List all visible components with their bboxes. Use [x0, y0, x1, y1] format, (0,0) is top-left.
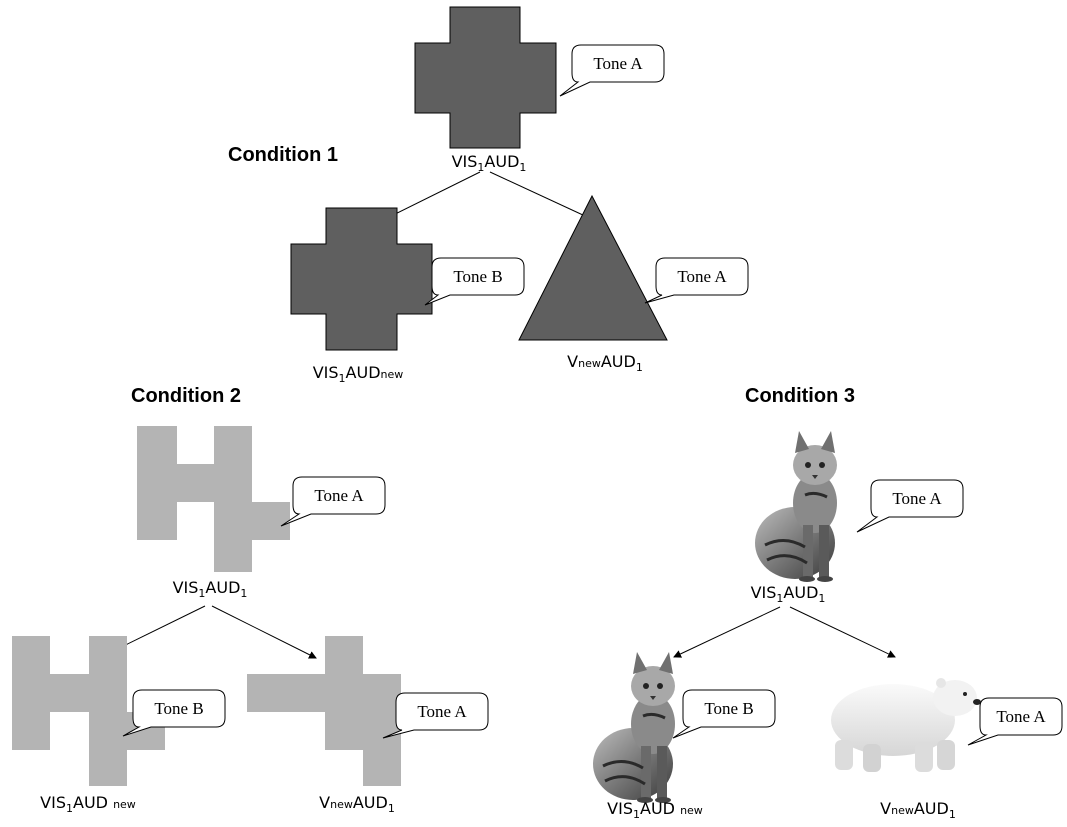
condition3-title: Condition 3 [745, 385, 855, 407]
condition1-right-triangle-shape [518, 194, 668, 341]
condition3-root-tone-bubble: Tone A [856, 479, 964, 533]
condition1-root-cross-shape [414, 6, 557, 149]
condition3-left-cat-image [593, 652, 675, 803]
condition1-left-tone-bubble: Tone B [424, 257, 525, 306]
condition2-left-tone-bubble: Tone B [122, 689, 226, 737]
condition2-left-tone-text: Tone B [154, 699, 203, 718]
condition2-right-tone-bubble: Tone A [382, 692, 489, 739]
condition3-root-label: VIS1AUD1 [751, 583, 826, 605]
condition2-root-tone-text: Tone A [314, 486, 364, 505]
condition1-root-tone-bubble: Tone A [559, 44, 665, 97]
condition3-right-tone-text: Tone A [996, 707, 1046, 726]
condition3-left-arrow [673, 606, 781, 658]
condition2-right-arrow [211, 605, 317, 659]
condition3-left-tone-text: Tone B [704, 699, 753, 718]
condition3-right-tone-bubble: Tone A [967, 697, 1063, 746]
condition1-right-tone-text: Tone A [677, 267, 727, 286]
condition2-title: Condition 2 [131, 385, 241, 407]
condition1-right-tone-bubble: Tone A [644, 257, 749, 304]
condition2-root-block-shape [137, 426, 290, 572]
condition3-left-label: VIS1AUD new [607, 799, 703, 821]
condition3-root-tone-text: Tone A [892, 489, 942, 508]
condition2-root-tone-bubble: Tone A [280, 476, 386, 527]
condition1-root-label: VIS1AUD1 [452, 152, 527, 174]
condition1-right-arrow [489, 171, 599, 223]
condition1-left-tone-text: Tone B [453, 267, 502, 286]
condition2-right-block-shape [247, 636, 401, 786]
condition2-right-label: VnewAUD1 [319, 793, 395, 815]
condition1-root-tone-text: Tone A [593, 54, 643, 73]
condition3-root-cat-image [755, 431, 837, 582]
condition2-left-label: VIS1AUD new [40, 793, 136, 815]
condition3-right-polar-bear-image [831, 678, 981, 772]
condition1-left-cross-shape [290, 207, 433, 351]
condition1-right-label: VnewAUD1 [567, 352, 643, 374]
condition1-title: Condition 1 [228, 144, 338, 166]
condition1-left-label: VIS1AUDnew [313, 363, 404, 385]
condition3-left-tone-bubble: Tone B [672, 689, 776, 739]
condition2-root-label: VIS1AUD1 [173, 578, 248, 600]
condition3-right-label: VnewAUD1 [880, 799, 956, 821]
condition2-right-tone-text: Tone A [417, 702, 467, 721]
condition3-right-arrow [789, 606, 896, 658]
